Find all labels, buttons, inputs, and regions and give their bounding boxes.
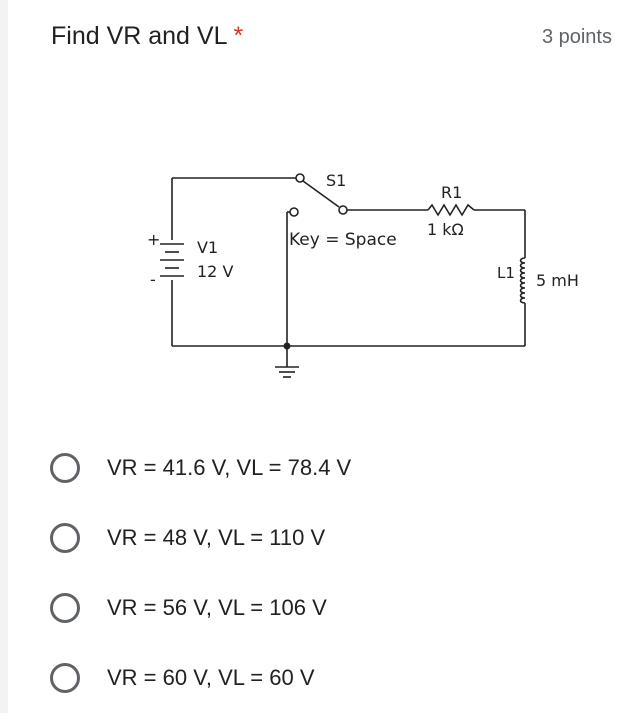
resistor-zigzag <box>427 203 475 217</box>
inductor-coil <box>519 257 526 304</box>
question-title-text: Find VR and VL <box>51 22 228 50</box>
answer-options: VR = 41.6 V, VL = 78.4 V VR = 48 V, VL =… <box>50 448 610 728</box>
switch-contact-top <box>295 173 305 183</box>
switch-blade <box>302 180 340 208</box>
option-3[interactable]: VR = 56 V, VL = 106 V <box>50 588 610 628</box>
source-plus: + <box>147 230 160 249</box>
inductor-value: 5 mH <box>536 271 579 290</box>
radio-button-4[interactable] <box>50 663 80 693</box>
option-2-label: VR = 48 V, VL = 110 V <box>107 525 326 550</box>
question-title: Find VR and VL* <box>51 19 243 53</box>
switch-label: S1 <box>326 171 346 190</box>
source-minus: - <box>150 270 156 289</box>
source-label: V1 <box>197 238 218 257</box>
switch-contact-left <box>289 207 299 217</box>
option-3-label: VR = 56 V, VL = 106 V <box>107 595 327 620</box>
circuit-diagram: S1 Key = Space R1 1 kΩ + - V1 12 V L1 5 … <box>147 171 579 378</box>
option-1-label: VR = 41.6 V, VL = 78.4 V <box>107 455 352 480</box>
source-value: 12 V <box>197 262 233 281</box>
resistor-label: R1 <box>441 183 462 202</box>
switch-contact-right <box>338 205 348 215</box>
radio-button-2[interactable] <box>50 523 80 553</box>
option-2[interactable]: VR = 48 V, VL = 110 V <box>50 518 610 558</box>
points-label: 3 points <box>541 26 612 48</box>
option-4-label: VR = 60 V, VL = 60 V <box>107 665 315 690</box>
radio-button-1[interactable] <box>50 453 80 483</box>
required-asterisk: * <box>233 22 244 50</box>
switch-key-label: Key = Space <box>289 230 397 250</box>
resistor-value: 1 kΩ <box>427 220 464 239</box>
ground-node <box>283 342 291 350</box>
inductor-label: L1 <box>497 264 515 282</box>
radio-button-3[interactable] <box>50 593 80 623</box>
option-4[interactable]: VR = 60 V, VL = 60 V <box>50 658 610 698</box>
option-1[interactable]: VR = 41.6 V, VL = 78.4 V <box>50 448 610 488</box>
form-left-border <box>0 0 8 713</box>
